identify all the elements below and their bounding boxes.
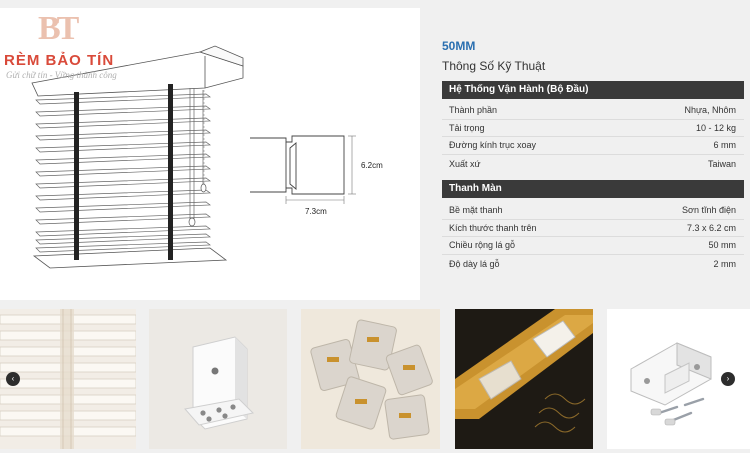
blind-diagram-panel: 7.3cm 6.2cm BT RÈM BẢO TÍN Gửi chữ tín -… [0,8,420,300]
row-value: 10 - 12 kg [695,122,736,133]
row-label: Kích thước thanh trên [449,222,537,233]
logo-name: RÈM BẢO TÍN [4,52,115,69]
blind-drawing: 7.3cm 6.2cm [31,45,383,269]
slats-photo [0,309,136,449]
row-value: Taiwan [707,158,736,169]
row-label: Xuất xứ [449,158,481,169]
logo-slogan: Gửi chữ tín - Vững thành công [6,70,117,80]
row-label: Độ dày lá gỗ [449,258,500,269]
clips-photo [301,309,440,449]
section-heading-rail: Thanh Màn [442,180,744,198]
chevron-right-icon: › [726,374,730,383]
table-row: Đường kính trục xoay 6 mm [442,137,744,155]
table-row: Chiều rộng lá gỗ 50 mm [442,237,744,255]
table-row: Bề mặt thanh Sơn tĩnh điện [442,202,744,220]
brand-logo[interactable]: BT RÈM BẢO TÍN Gửi chữ tín - Vững thành … [4,10,144,90]
row-value: 2 mm [713,258,737,269]
gallery-thumb-rail[interactable] [455,309,593,449]
chevron-left-icon: ‹ [11,374,15,383]
gallery-thumb-bracket[interactable] [149,309,287,449]
row-label: Tải trọng [449,122,485,133]
spec-table-rail: Bề mặt thanh Sơn tĩnh điện Kích thước tha… [442,202,744,272]
row-value: Sơn tĩnh điện [682,205,736,216]
table-row: Xuất xứ Taiwan [442,155,744,173]
table-row: Kích thước thanh trên 7.3 x 6.2 cm [442,220,744,238]
row-label: Bề mặt thanh [449,205,503,216]
gallery-prev-button[interactable]: ‹ [6,372,20,386]
spec-title: Thông Số Kỹ Thuật [442,59,546,73]
spec-panel: 50MM Thông Số Kỹ Thuật Hệ Thống Vận Hành… [422,8,750,300]
bracket-photo [149,309,287,449]
width-dimension-label: 7.3cm [305,207,327,216]
row-value: 50 mm [708,240,736,251]
spec-table-operating-system: Thành phần Nhựa, Nhôm Tải trọng 10 - 12 kg… [442,102,744,172]
table-row: Tải trọng 10 - 12 kg [442,120,744,138]
row-label: Thành phần [449,105,498,116]
height-dimension-label: 6.2cm [361,161,383,170]
table-row: Độ dày lá gỗ 2 mm [442,255,744,273]
row-value: 6 mm [713,140,737,151]
gallery-next-button[interactable]: › [721,372,735,386]
table-row: Thành phần Nhựa, Nhôm [442,102,744,120]
row-value: Nhựa, Nhôm [684,105,736,116]
row-value: 7.3 x 6.2 cm [686,222,736,233]
gallery-thumb-clips[interactable] [301,309,440,449]
rail-photo [455,309,593,449]
logo-monogram: BT [38,10,79,47]
section-heading-operating-system: Hệ Thống Vận Hành (Bộ Đầu) [442,81,744,99]
model-label: 50MM [442,39,476,53]
product-gallery: ‹ › [0,309,750,453]
row-label: Đường kính trục xoay [449,140,536,151]
gallery-thumb-slats[interactable] [0,309,136,449]
row-label: Chiều rộng lá gỗ [449,240,516,251]
